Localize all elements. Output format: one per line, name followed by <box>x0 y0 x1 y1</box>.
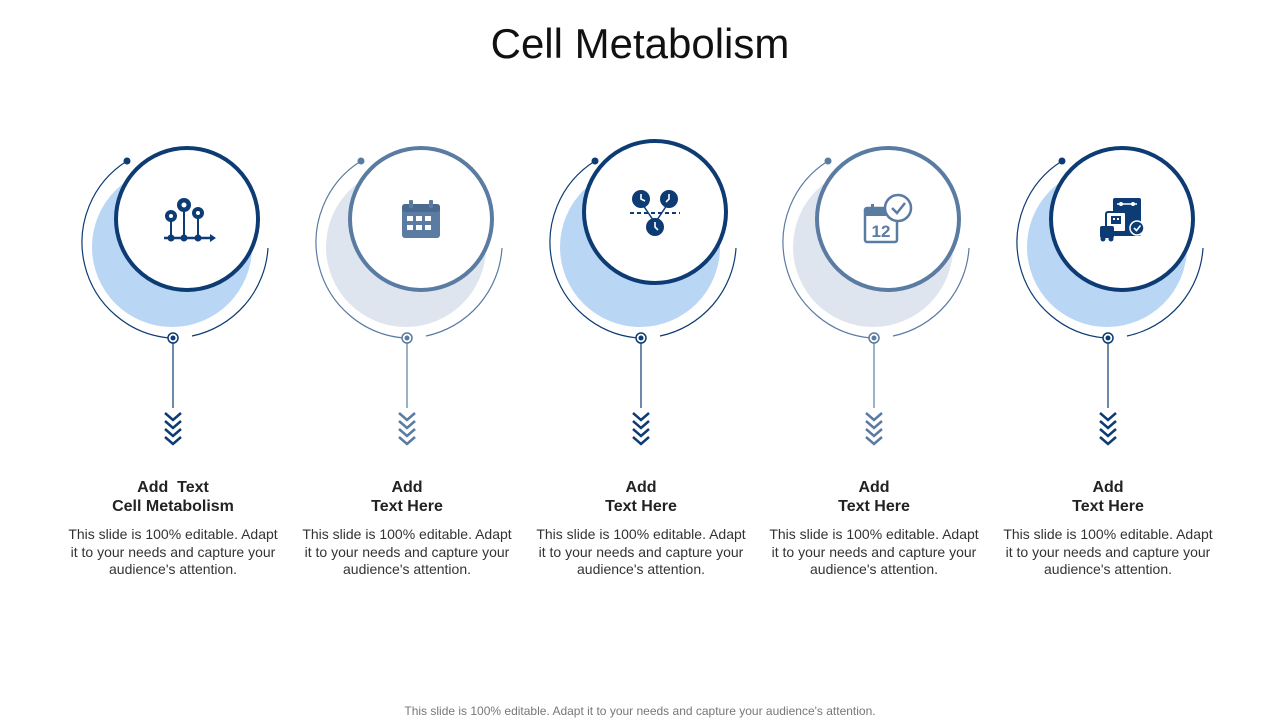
step-1-chevrons-icon <box>164 412 182 446</box>
step-4: 12 Add Text Here This slide is 100% edit… <box>757 130 991 610</box>
step-5-heading-line1: Add <box>1092 479 1124 496</box>
step-5-diagram <box>1016 146 1204 446</box>
step-2: Add Text Here This slide is 100% editabl… <box>290 130 524 610</box>
step-1-heading: Add Text Cell Metabolism <box>56 478 290 516</box>
step-4-heading-line1: Add <box>858 479 890 496</box>
step-1-heading-line1: Add Text <box>137 479 209 496</box>
step-3-heading-line2: Text Here <box>605 498 677 515</box>
step-4-diagram: 12 <box>782 146 970 446</box>
step-5: Add Text Here This slide is 100% editabl… <box>991 130 1225 610</box>
step-2-description: This slide is 100% editable. Adapt it to… <box>302 526 512 577</box>
calendar-clock-icon: 12 <box>863 193 913 244</box>
step-1: Add Text Cell Metabolism This slide is 1… <box>56 130 290 610</box>
step-2-arc-dot <box>357 157 365 165</box>
step-5-graphic <box>991 130 1225 460</box>
calendar-day: 12 <box>872 222 891 241</box>
step-1-graphic <box>56 130 290 460</box>
step-3-diagram <box>549 139 737 446</box>
step-4-outer-arc <box>782 160 872 339</box>
step-3-arc-dot <box>591 157 599 165</box>
step-2-chevrons-icon <box>398 412 416 446</box>
slide-title: Cell Metabolism <box>490 20 790 67</box>
step-3: Add Text Here This slide is 100% editabl… <box>524 130 758 610</box>
step-4-outer-arc-right <box>892 247 970 337</box>
step-1-heading-line2: Cell Metabolism <box>112 498 234 515</box>
pin-timeline-icon <box>164 198 216 242</box>
step-2-heading-line1: Add <box>391 479 423 496</box>
step-5-chevrons-icon <box>1099 412 1117 446</box>
step-3-heading-line1: Add <box>625 479 657 496</box>
step-4-graphic: 12 <box>757 130 991 460</box>
step-2-diagram <box>315 146 503 446</box>
step-2-heading: Add Text Here <box>290 478 524 516</box>
step-2-outer-arc-right <box>425 247 503 337</box>
step-1-outer-arc <box>81 160 171 339</box>
step-4-arc-dot <box>824 157 832 165</box>
step-4-heading: Add Text Here <box>757 478 991 516</box>
step-1-main-circle <box>114 146 260 292</box>
footer-note: This slide is 100% editable. Adapt it to… <box>404 704 876 718</box>
clock-network-icon <box>630 190 680 236</box>
step-3-outer-arc-right <box>659 247 737 337</box>
step-4-heading-line2: Text Here <box>838 498 910 515</box>
step-2-outer-arc <box>315 160 405 339</box>
step-5-heading-line2: Text Here <box>1072 498 1144 515</box>
step-3-chevrons-icon <box>632 412 650 446</box>
step-5-description: This slide is 100% editable. Adapt it to… <box>1003 526 1213 577</box>
step-3-description: This slide is 100% editable. Adapt it to… <box>536 526 746 577</box>
step-5-outer-arc-right <box>1126 247 1204 337</box>
step-5-arc-dot <box>1058 157 1066 165</box>
schedule-document-icon <box>1100 198 1145 242</box>
step-5-outer-arc <box>1016 160 1106 339</box>
calendar-icon <box>402 200 440 238</box>
step-4-description: This slide is 100% editable. Adapt it to… <box>769 526 979 577</box>
step-1-arc-dot <box>123 157 131 165</box>
step-3-heading: Add Text Here <box>524 478 758 516</box>
step-3-outer-arc <box>549 160 639 339</box>
step-3-graphic <box>524 130 758 460</box>
step-5-heading: Add Text Here <box>991 478 1225 516</box>
step-4-chevrons-icon <box>865 412 883 446</box>
step-1-description: This slide is 100% editable. Adapt it to… <box>68 526 278 577</box>
step-1-outer-arc-right <box>191 247 269 337</box>
step-2-graphic <box>290 130 524 460</box>
step-1-diagram <box>81 146 269 446</box>
step-2-heading-line2: Text Here <box>371 498 443 515</box>
